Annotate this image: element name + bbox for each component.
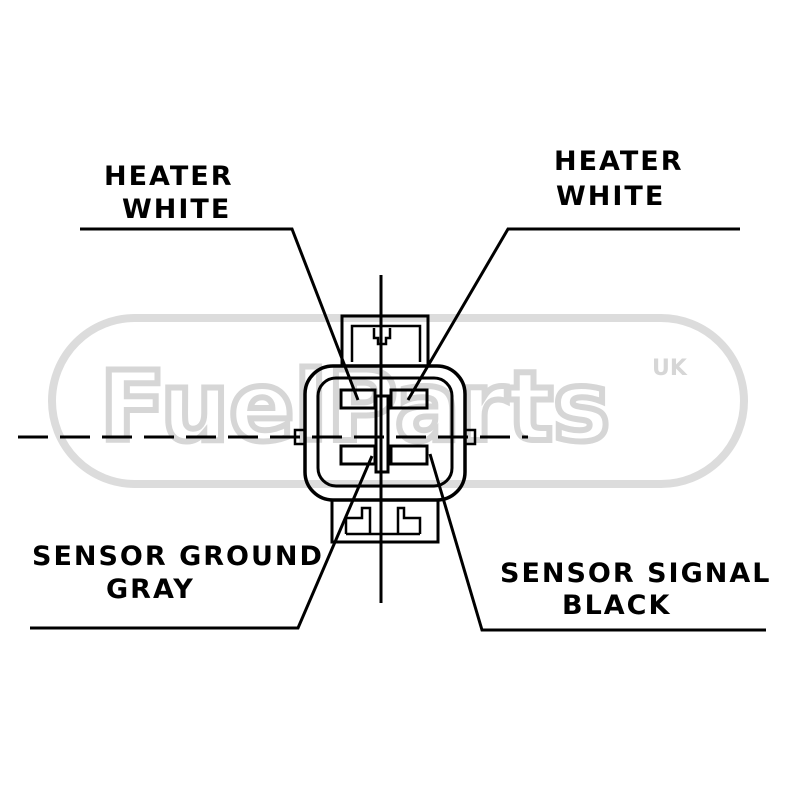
label-bottom-right-line1: SENSOR SIGNAL [500, 558, 771, 589]
watermark-region: UK [652, 356, 688, 381]
leader-bottom-right [428, 453, 766, 632]
label-top-right-line2: WHITE [556, 181, 665, 212]
label-bottom-left-line2: GRAY [106, 574, 195, 605]
label-top-left-line1: HEATER [104, 161, 234, 192]
connector-center-divider [374, 394, 390, 474]
connector-bottom-tab [330, 500, 440, 544]
connector-left-peg [293, 428, 307, 446]
connector-top-tab-inner [350, 324, 422, 362]
connector-body [293, 314, 477, 544]
leader-bottom-left [30, 455, 374, 630]
connector-housing-inner [316, 376, 454, 488]
connector-top-notch [372, 328, 392, 346]
connector-right-peg [463, 428, 477, 446]
watermark: FuelParts UK [48, 314, 748, 488]
leader-lines [30, 227, 766, 632]
label-sensor-ground: SENSOR GROUND GRAY [32, 541, 324, 605]
label-heater-top-left: HEATER WHITE [104, 161, 234, 225]
label-top-left-line2: WHITE [122, 194, 231, 225]
watermark-pill-outline [48, 314, 748, 488]
connector-bottom-tab-inner [344, 506, 422, 534]
label-top-right-line1: HEATER [554, 146, 684, 177]
pin-top-right [389, 388, 429, 410]
connector-top-tab [340, 314, 430, 366]
label-sensor-signal: SENSOR SIGNAL BLACK [500, 558, 771, 621]
label-bottom-left-line1: SENSOR GROUND [32, 541, 324, 572]
leader-top-right [406, 227, 740, 401]
label-heater-top-right: HEATER WHITE [554, 146, 684, 212]
label-bottom-right-line2: BLACK [562, 590, 671, 621]
pin-bottom-right [389, 444, 429, 466]
leader-top-left [80, 227, 360, 401]
